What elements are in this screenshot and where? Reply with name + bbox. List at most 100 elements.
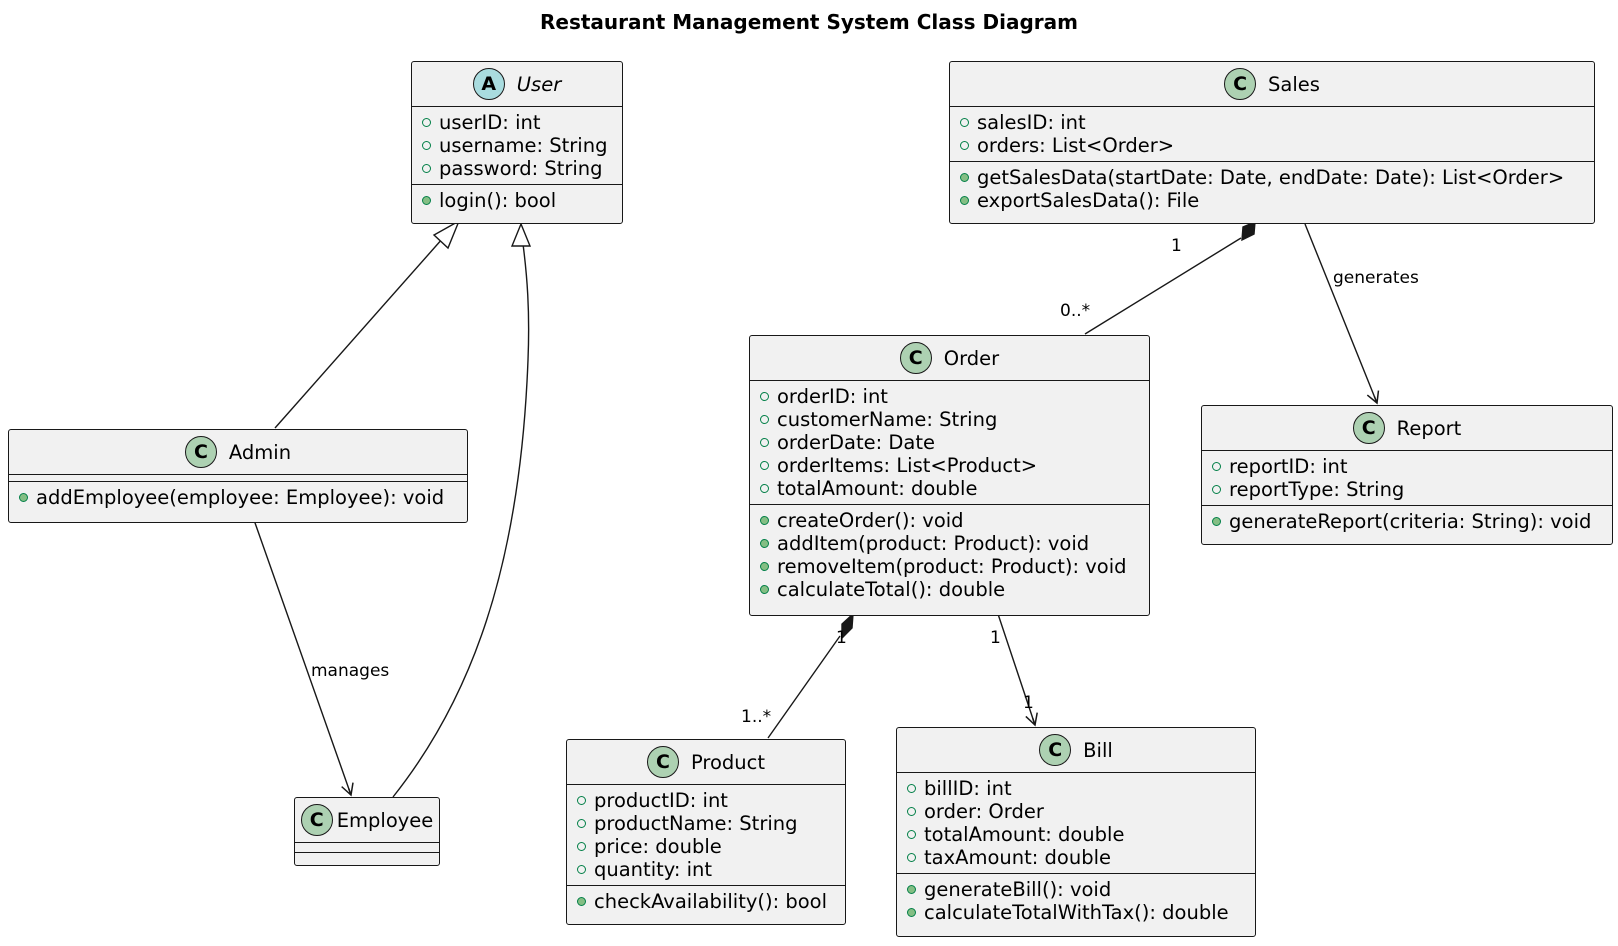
public-method-icon bbox=[907, 908, 916, 917]
employee-inherits-user-edge bbox=[392, 243, 530, 798]
class-stereotype-icon: C bbox=[1224, 68, 1257, 100]
attribute-row: productName: String bbox=[577, 812, 845, 835]
public-field-icon bbox=[960, 118, 969, 127]
attribute-row: username: String bbox=[422, 134, 622, 157]
public-field-icon bbox=[907, 784, 916, 793]
attributes-section: salesID: int orders: List<Order> bbox=[950, 107, 1594, 162]
method-row: getSalesData(startDate: Date, endDate: D… bbox=[960, 166, 1594, 189]
public-field-icon bbox=[577, 819, 586, 828]
attributes-section bbox=[295, 843, 439, 853]
methods-section: getSalesData(startDate: Date, endDate: D… bbox=[950, 162, 1594, 216]
public-method-icon bbox=[907, 885, 916, 894]
methods-section: login(): bool bbox=[412, 185, 622, 216]
attributes-section bbox=[9, 475, 467, 482]
public-field-icon bbox=[907, 853, 916, 862]
class-name: Product bbox=[690, 750, 766, 774]
public-method-icon bbox=[760, 516, 769, 525]
class-bill[interactable]: C Bill billID: int order: Order totalAmo… bbox=[896, 727, 1256, 937]
abstract-stereotype-icon: A bbox=[472, 68, 505, 100]
method-row: checkAvailability(): bool bbox=[577, 890, 845, 913]
method-row: calculateTotalWithTax(): double bbox=[907, 901, 1255, 924]
methods-section: generateReport(criteria: String): void bbox=[1202, 506, 1612, 537]
public-field-icon bbox=[577, 796, 586, 805]
class-header: C Order bbox=[750, 336, 1149, 381]
public-field-icon bbox=[760, 415, 769, 424]
bill-multiplicity: 1 bbox=[1023, 693, 1034, 713]
class-name: User bbox=[516, 72, 562, 96]
class-stereotype-icon: C bbox=[184, 436, 217, 468]
class-employee[interactable]: C Employee bbox=[294, 797, 440, 866]
diagram-title: Restaurant Management System Class Diagr… bbox=[539, 10, 1078, 34]
attribute-row: reportType: String bbox=[1212, 478, 1612, 501]
public-method-icon bbox=[1212, 517, 1221, 526]
methods-section: createOrder(): void addItem(product: Pro… bbox=[750, 505, 1149, 605]
public-method-icon bbox=[19, 493, 28, 502]
class-user[interactable]: A User userID: int username: String pass… bbox=[411, 61, 623, 224]
public-field-icon bbox=[1212, 462, 1221, 471]
attribute-row: orderDate: Date bbox=[760, 431, 1149, 454]
class-admin[interactable]: C Admin addEmployee(employee: Employee):… bbox=[8, 429, 468, 523]
class-report[interactable]: C Report reportID: int reportType: Strin… bbox=[1201, 405, 1613, 545]
method-row: createOrder(): void bbox=[760, 509, 1149, 532]
methods-section: addEmployee(employee: Employee): void bbox=[9, 482, 467, 513]
generalization-arrowhead bbox=[432, 219, 461, 250]
method-row: login(): bool bbox=[422, 189, 622, 212]
method-row: generateReport(criteria: String): void bbox=[1212, 510, 1612, 533]
method-row: calculateTotal(): double bbox=[760, 578, 1149, 601]
attribute-row: orders: List<Order> bbox=[960, 134, 1594, 157]
attributes-section: billID: int order: Order totalAmount: do… bbox=[897, 773, 1255, 874]
public-method-icon bbox=[760, 562, 769, 571]
attribute-row: customerName: String bbox=[760, 408, 1149, 431]
sales-multiplicity: 1 bbox=[1171, 236, 1182, 256]
public-field-icon bbox=[422, 164, 431, 173]
method-row: exportSalesData(): File bbox=[960, 189, 1594, 212]
generalization-arrowhead bbox=[510, 222, 532, 247]
order-multiplicity: 0..* bbox=[1060, 301, 1091, 321]
public-field-icon bbox=[760, 461, 769, 470]
attribute-row: totalAmount: double bbox=[907, 823, 1255, 846]
class-name: Admin bbox=[228, 440, 292, 464]
attribute-row: productID: int bbox=[577, 789, 845, 812]
attributes-section: orderID: int customerName: String orderD… bbox=[750, 381, 1149, 505]
class-header: A User bbox=[412, 62, 622, 107]
class-name: Bill bbox=[1083, 738, 1113, 762]
class-product[interactable]: C Product productID: int productName: St… bbox=[566, 739, 846, 925]
public-field-icon bbox=[760, 438, 769, 447]
attribute-row: totalAmount: double bbox=[760, 477, 1149, 500]
generates-label: generates bbox=[1333, 268, 1419, 288]
order-bill-from-multiplicity: 1 bbox=[990, 628, 1001, 648]
class-stereotype-icon: C bbox=[1352, 412, 1385, 444]
attribute-row: userID: int bbox=[422, 111, 622, 134]
class-name: Order bbox=[943, 346, 1000, 370]
public-method-icon bbox=[960, 196, 969, 205]
public-field-icon bbox=[1212, 485, 1221, 494]
attribute-row: salesID: int bbox=[960, 111, 1594, 134]
class-order[interactable]: C Order orderID: int customerName: Strin… bbox=[749, 335, 1150, 616]
attribute-row: billID: int bbox=[907, 777, 1255, 800]
class-header: C Bill bbox=[897, 728, 1255, 773]
attribute-row: order: Order bbox=[907, 800, 1255, 823]
methods-section bbox=[295, 853, 439, 862]
composition-diamond bbox=[841, 612, 854, 640]
class-stereotype-icon: C bbox=[899, 342, 932, 374]
composition-diamond bbox=[1241, 220, 1256, 242]
attributes-section: productID: int productName: String price… bbox=[567, 785, 845, 886]
public-method-icon bbox=[960, 173, 969, 182]
sales-generates-report-edge bbox=[1304, 223, 1380, 405]
public-field-icon bbox=[907, 807, 916, 816]
attribute-row: password: String bbox=[422, 157, 622, 180]
public-field-icon bbox=[760, 484, 769, 493]
public-field-icon bbox=[907, 830, 916, 839]
public-field-icon bbox=[960, 141, 969, 150]
class-header: C Employee bbox=[295, 798, 439, 843]
class-sales[interactable]: C Sales salesID: int orders: List<Order>… bbox=[949, 61, 1595, 224]
class-stereotype-icon: C bbox=[646, 746, 679, 778]
class-header: C Sales bbox=[950, 62, 1594, 107]
public-method-icon bbox=[422, 196, 431, 205]
class-name: Sales bbox=[1268, 72, 1320, 96]
class-stereotype-icon: C bbox=[300, 804, 333, 836]
attribute-row: reportID: int bbox=[1212, 455, 1612, 478]
attribute-row: taxAmount: double bbox=[907, 846, 1255, 869]
public-field-icon bbox=[577, 842, 586, 851]
